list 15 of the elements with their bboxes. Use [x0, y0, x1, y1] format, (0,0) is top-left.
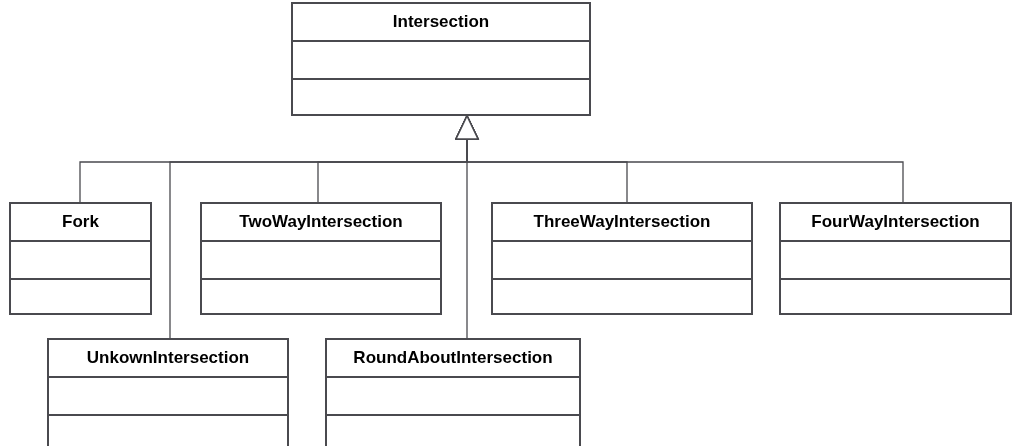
class-box — [779, 202, 1012, 315]
class-name: ThreeWayIntersection — [533, 212, 711, 232]
class-box — [325, 338, 581, 446]
class-box — [47, 338, 289, 446]
class-box — [291, 2, 591, 116]
class-name: Fork — [62, 212, 99, 232]
class-box — [491, 202, 753, 315]
class-name: UnkownIntersection — [86, 348, 250, 368]
class-name: TwoWayIntersection — [239, 212, 403, 232]
class-name: Intersection — [392, 12, 490, 32]
class-box — [200, 202, 442, 315]
class-name: RoundAboutIntersection — [353, 348, 553, 368]
class-name: FourWayIntersection — [811, 212, 980, 232]
inheritance-arrow — [455, 115, 479, 339]
class-box — [9, 202, 152, 315]
